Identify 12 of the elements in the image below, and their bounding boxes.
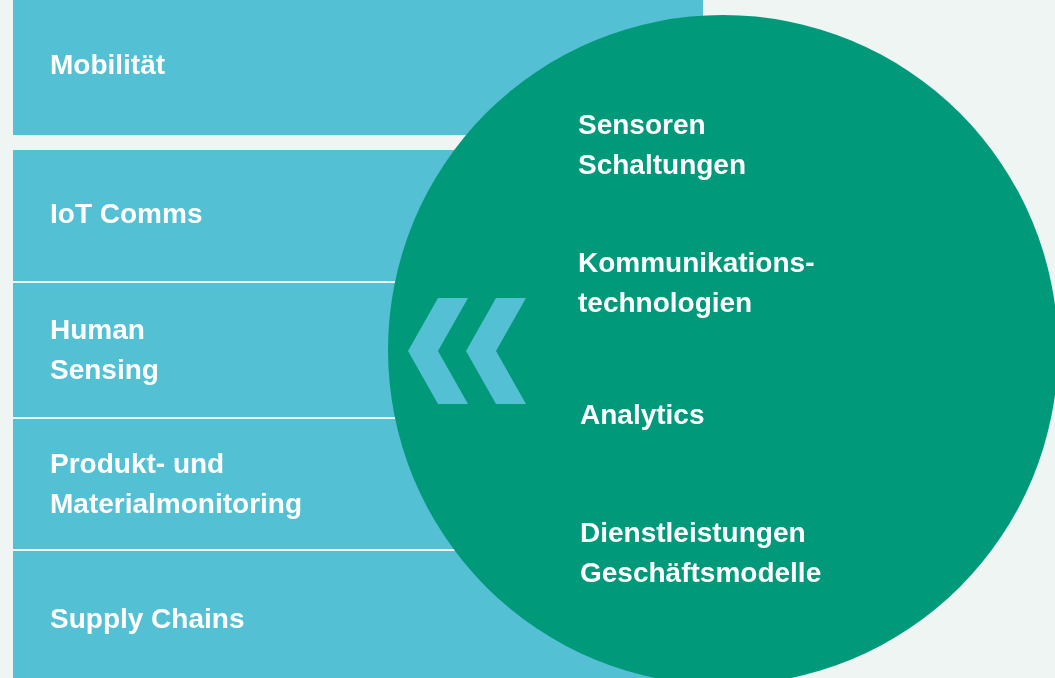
node-label: Analytics: [580, 398, 706, 432]
node-label: Kommunikations- technologien: [578, 246, 816, 320]
band-label: Mobilität: [50, 48, 167, 82]
band-label: Human Sensing: [50, 313, 160, 387]
category-band: [13, 283, 395, 417]
category-band: [13, 419, 454, 549]
band-label: Produkt- und Materialmonitoring: [50, 447, 303, 521]
category-band: [13, 150, 455, 281]
node-label: Dienstleistungen Geschäftsmodelle: [580, 516, 823, 590]
band-label: Supply Chains: [50, 602, 246, 636]
node-label: Sensoren Schaltungen: [578, 108, 747, 182]
band-label: IoT Comms: [50, 197, 204, 231]
